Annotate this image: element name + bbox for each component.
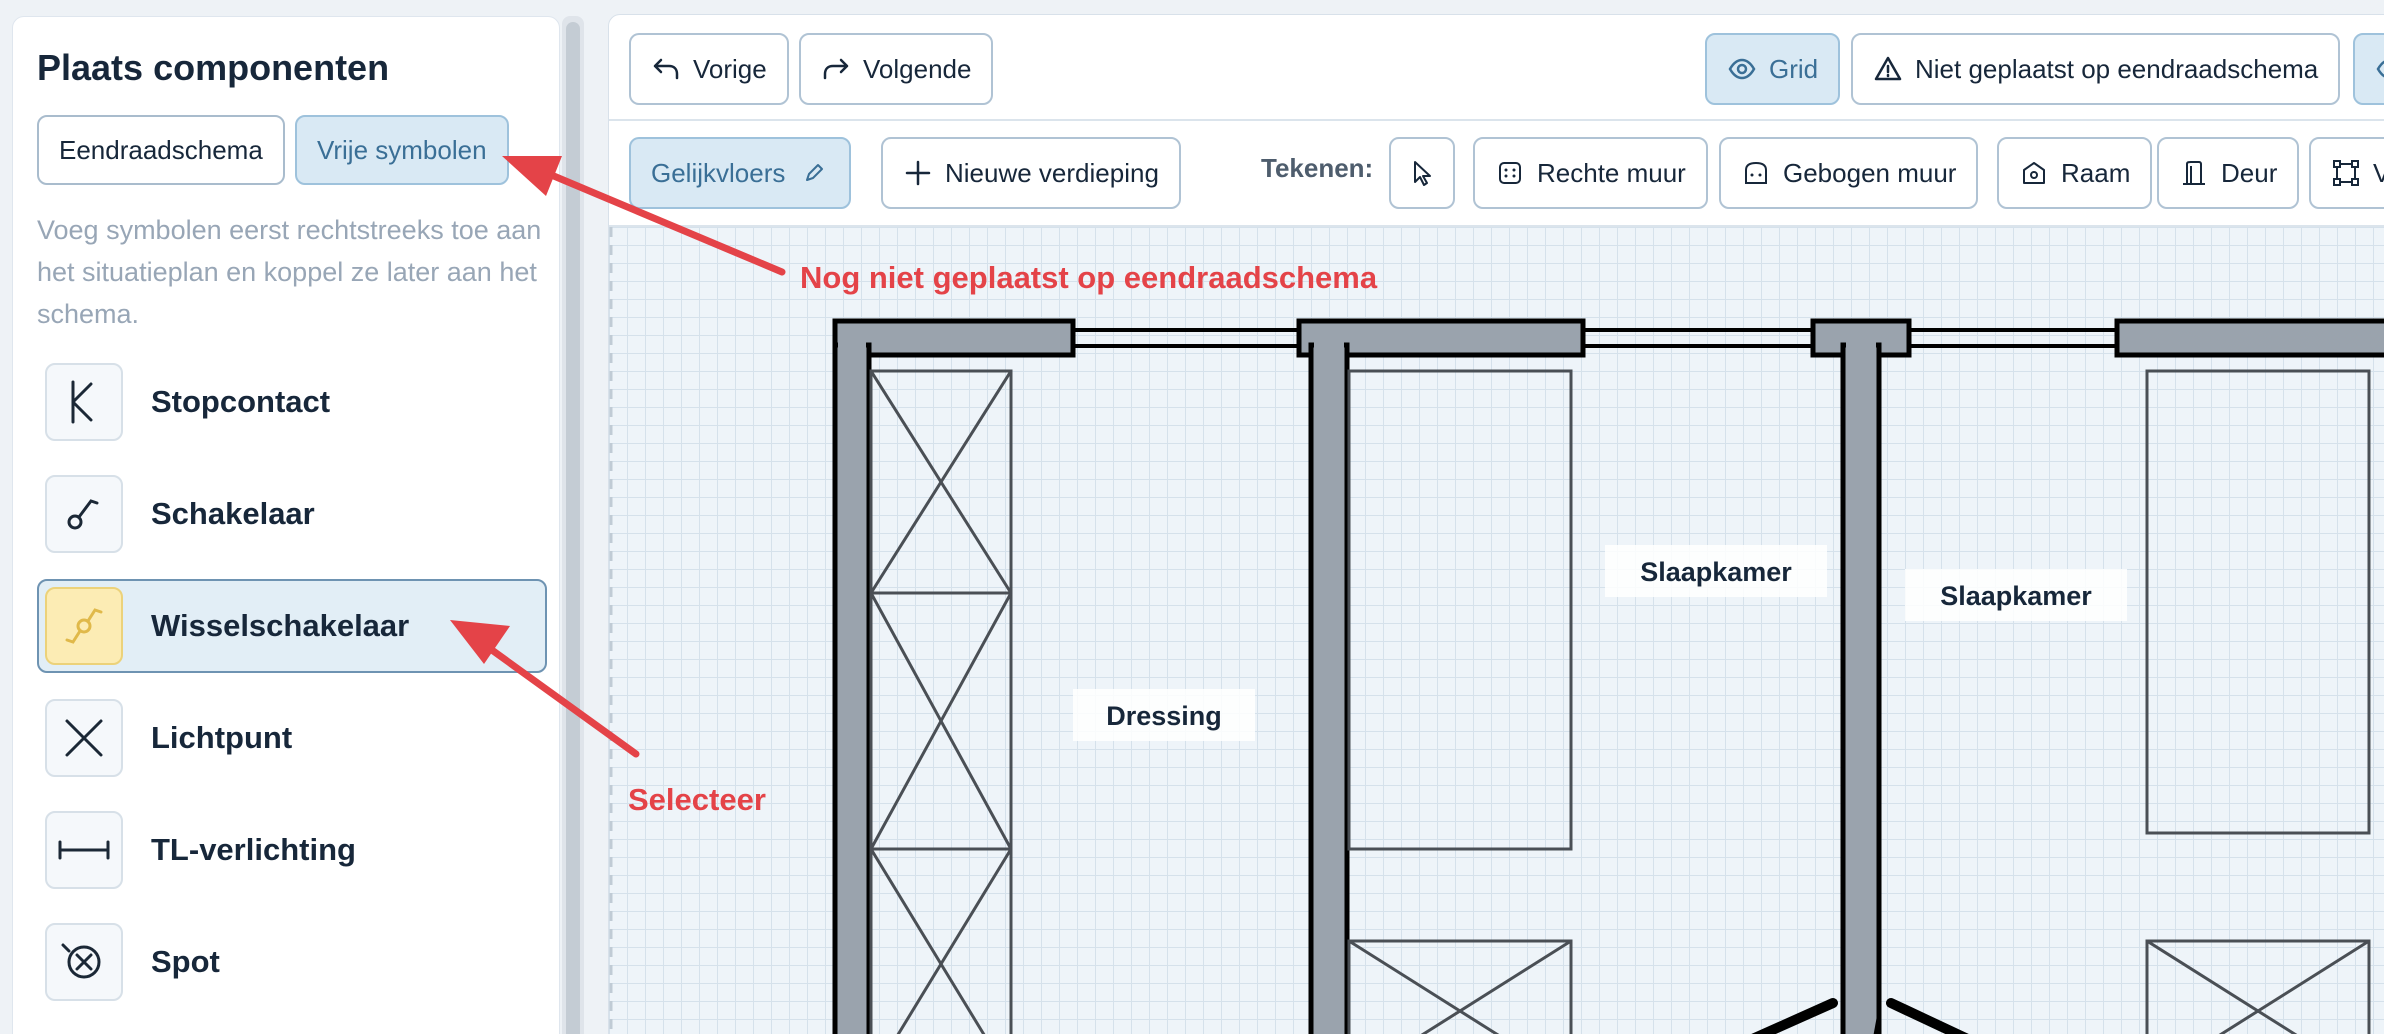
switch-icon	[45, 475, 123, 553]
room-label-dressing[interactable]: Dressing	[1106, 701, 1222, 731]
top-toolbar: Vorige Volgende Grid Niet geplaatst op e…	[609, 15, 2384, 121]
annotation-unplaced: Nog niet geplaatst op eendraadschema	[800, 260, 1378, 295]
grid-toggle-button[interactable]: Grid	[1705, 33, 1841, 105]
tool-label: Vl	[2373, 158, 2384, 189]
symbol-label: Stopcontact	[151, 384, 331, 419]
window-icon	[2019, 158, 2049, 188]
straight-wall-tool-button[interactable]: Rechte muur	[1473, 137, 1708, 209]
symbol-list: Stopcontact Schakelaar Wisselschakelaar …	[37, 355, 547, 1027]
symbol-label: Wisselschakelaar	[151, 608, 410, 643]
cursor-icon	[1407, 158, 1437, 188]
draw-label: Tekenen:	[1261, 153, 1374, 183]
floor-area-tool-button[interactable]: Vl	[2309, 137, 2384, 209]
draw-toolbar: Gelijkvloers Nieuwe verdieping Tekenen: …	[609, 121, 2384, 227]
select-tool-button[interactable]	[1389, 137, 1455, 209]
curved-wall-tool-button[interactable]: Gebogen muur	[1719, 137, 1979, 209]
unplaced-label: Niet geplaatst op eendraadschema	[1915, 53, 2319, 84]
spot-icon	[45, 923, 123, 1001]
sidebar-scrollbar-thumb[interactable]	[566, 22, 580, 1034]
mode-free-symbols-button[interactable]: Vrije symbolen	[295, 115, 509, 185]
symbol-item-tl-verlichting[interactable]: TL-verlichting	[37, 803, 547, 897]
tool-label: Deur	[2221, 157, 2278, 188]
eye-icon	[2375, 54, 2384, 84]
room-label-slaapkamer-2[interactable]: Slaapkamer	[1940, 581, 2092, 611]
symbol-item-spot[interactable]: Spot	[37, 915, 547, 1009]
room-label-slaapkamer-1[interactable]: Slaapkamer	[1640, 557, 1792, 587]
eye-icon	[1727, 54, 1757, 84]
redo-button[interactable]: Volgende	[799, 33, 994, 105]
floor-label: Gelijkvloers	[651, 157, 786, 188]
plus-icon	[903, 158, 933, 188]
straight-wall-icon	[1495, 158, 1525, 188]
sidebar-title: Plaats componenten	[37, 47, 390, 88]
floorplan-drawing: Dressing Slaapkamer Slaapkamer	[609, 227, 2384, 1034]
undo-icon	[651, 54, 681, 84]
redo-label: Volgende	[863, 53, 972, 84]
new-floor-button[interactable]: Nieuwe verdieping	[881, 137, 1181, 209]
undo-label: Vorige	[693, 53, 767, 84]
symbol-label: TL-verlichting	[151, 832, 356, 867]
view-toggle-button[interactable]	[2353, 33, 2384, 105]
door-icon	[2179, 158, 2209, 188]
symbol-item-wisselschakelaar[interactable]: Wisselschakelaar	[37, 579, 547, 673]
help-text: Voeg symbolen eerst rechtstreeks toe aan…	[37, 215, 542, 329]
symbol-label: Schakelaar	[151, 496, 315, 531]
mode-eendraadschema-button[interactable]: Eendraadschema	[37, 115, 285, 185]
symbol-label: Spot	[151, 944, 220, 979]
symbol-label: Lichtpunt	[151, 720, 293, 755]
window-tool-button[interactable]: Raam	[1997, 137, 2153, 209]
floorplan-canvas[interactable]: Dressing Slaapkamer Slaapkamer	[609, 227, 2384, 1034]
curved-wall-icon	[1741, 158, 1771, 188]
warning-icon	[1873, 54, 1903, 84]
light-point-icon	[45, 699, 123, 777]
door-tool-button[interactable]: Deur	[2157, 137, 2300, 209]
grid-label: Grid	[1769, 53, 1819, 84]
tool-label: Raam	[2061, 157, 2131, 188]
symbol-item-stopcontact[interactable]: Stopcontact	[37, 355, 547, 449]
symbol-item-lichtpunt[interactable]: Lichtpunt	[37, 691, 547, 785]
floorplan-editor: Vorige Volgende Grid Niet geplaatst op e…	[608, 14, 2384, 1034]
unplaced-filter-button[interactable]: Niet geplaatst op eendraadschema	[1851, 33, 2341, 105]
undo-button[interactable]: Vorige	[629, 33, 789, 105]
tool-label: Rechte muur	[1537, 157, 1686, 188]
component-sidebar: Plaats componenten Eendraadschema Vrije …	[12, 16, 560, 1034]
floor-selector-button[interactable]: Gelijkvloers	[629, 137, 852, 209]
symbol-item-schakelaar[interactable]: Schakelaar	[37, 467, 547, 561]
annotation-select: Selecteer	[628, 782, 766, 817]
area-icon	[2331, 158, 2361, 188]
socket-icon	[45, 363, 123, 441]
two-way-switch-icon	[45, 587, 123, 665]
fluorescent-light-icon	[45, 811, 123, 889]
tool-label: Gebogen muur	[1783, 157, 1957, 188]
redo-icon	[821, 54, 851, 84]
new-floor-label: Nieuwe verdieping	[945, 157, 1159, 188]
pencil-icon	[799, 158, 829, 188]
